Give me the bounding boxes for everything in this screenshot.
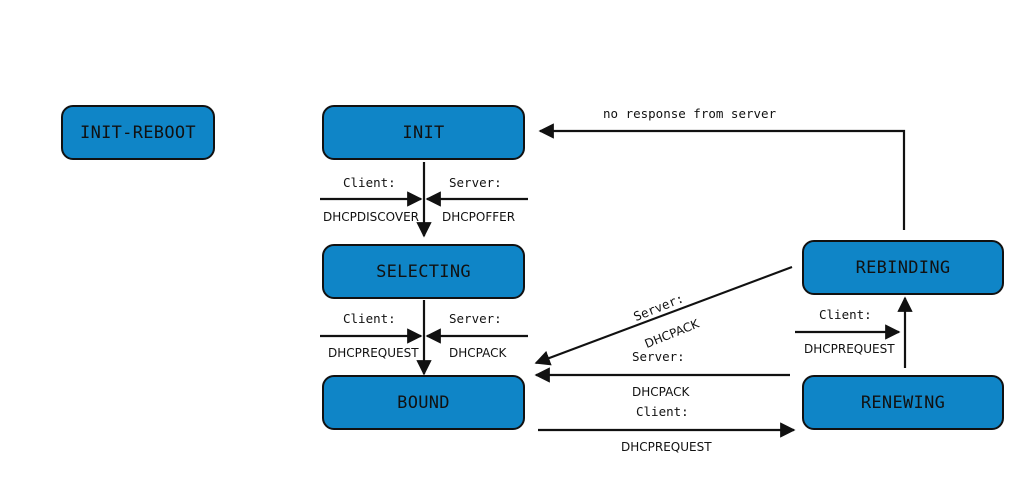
label-init-client: Client: bbox=[343, 175, 396, 190]
arrow-rebinding-to-init bbox=[538, 123, 906, 230]
state-selecting: SELECTING bbox=[322, 244, 525, 299]
label-init-client-msg: DHCPDISCOVER bbox=[323, 210, 420, 224]
label-bound-client-msg: DHCPREQUEST bbox=[621, 440, 712, 454]
label-init-server-msg: DHCPOFFER bbox=[442, 210, 516, 224]
label-sel-server-msg: DHCPACK bbox=[449, 346, 507, 360]
state-rebinding: REBINDING bbox=[802, 240, 1004, 295]
label-sel-server: Server: bbox=[449, 311, 502, 326]
label-bound-client: Client: bbox=[636, 404, 689, 419]
state-renewing: RENEWING bbox=[802, 375, 1004, 430]
arrow-rebinding-to-bound bbox=[534, 265, 793, 366]
label-sel-client-msg: DHCPREQUEST bbox=[328, 346, 419, 360]
label-sel-client: Client: bbox=[343, 311, 396, 326]
label-renew-server: Server: bbox=[632, 349, 685, 364]
label-renew-server-msg: DHCPACK bbox=[632, 385, 690, 399]
label-renew-client-msg: DHCPREQUEST bbox=[804, 342, 895, 356]
state-bound: BOUND bbox=[322, 375, 525, 430]
state-init: INIT bbox=[322, 105, 525, 160]
state-init-reboot: INIT-REBOOT bbox=[61, 105, 215, 160]
label-renew-client: Client: bbox=[819, 307, 872, 322]
label-no-response: no response from server bbox=[603, 106, 777, 121]
label-init-server: Server: bbox=[449, 175, 502, 190]
